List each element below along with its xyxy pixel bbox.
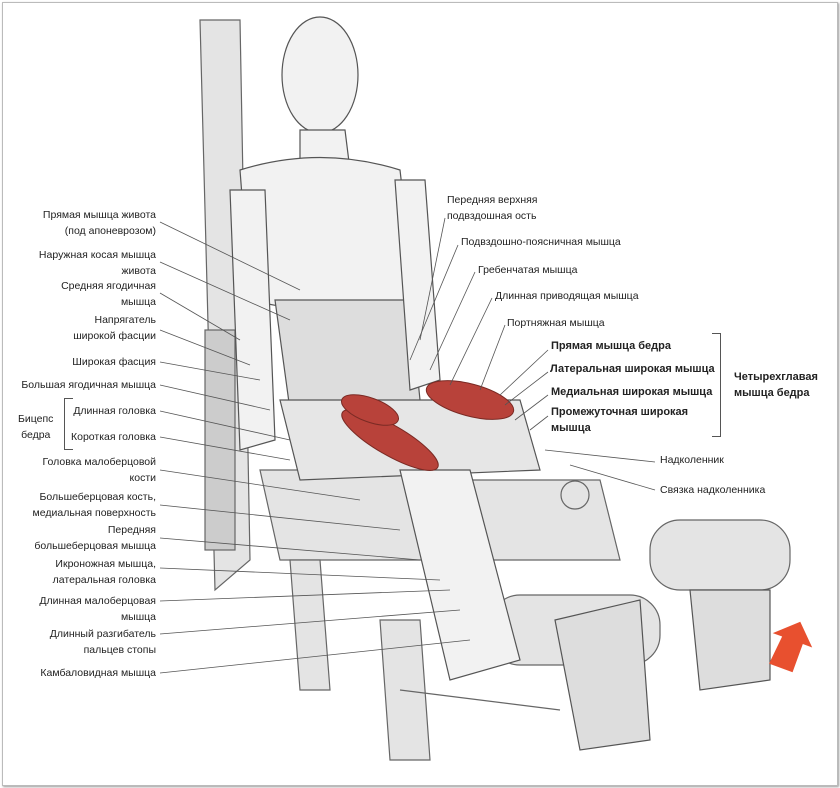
weight-stack	[204, 329, 236, 551]
front-leg	[379, 619, 431, 761]
vastus-medialis-muscle	[341, 394, 399, 426]
shins	[399, 469, 521, 681]
label-vastus-lateralis: Латеральная широкая мышца	[550, 363, 715, 375]
left-arm	[229, 189, 276, 451]
label-gastrocnemius-lateral: Икроножная мышца,латеральная головка	[52, 558, 156, 586]
upward-arrow-icon	[769, 621, 813, 673]
left-foot	[554, 599, 651, 751]
label-patella: Надколенник	[660, 454, 724, 466]
abdomen	[274, 299, 421, 411]
label-tibia-medial-surface: Большеберцовая кость,медиальная поверхно…	[32, 491, 156, 519]
label-rectus-femoris: Прямая мышца бедра	[551, 340, 671, 352]
label-long-head: Длинная головка	[73, 405, 156, 417]
label-gluteus-maximus: Большая ягодичная мышца	[21, 379, 156, 391]
roller-pad-right	[649, 519, 791, 591]
label-soleus: Камбаловидная мышца	[40, 667, 156, 679]
label-pectineus: Гребенчатая мышца	[478, 264, 578, 276]
label-rectus-abdominis: Прямая мышца живота(под апоневрозом)	[42, 209, 156, 237]
label-short-head: Короткая головка	[70, 431, 156, 443]
label-patellar-ligament: Связка надколенника	[660, 484, 766, 496]
label-iliopsoas: Подвздошно-поясничная мышца	[461, 236, 621, 248]
quadriceps-bracket	[712, 333, 721, 437]
right-arm	[394, 179, 441, 391]
seat-leg	[289, 559, 331, 691]
head	[281, 16, 359, 134]
label-fascia-lata: Широкая фасция	[72, 356, 156, 368]
label-vastus-medialis: Медиальная широкая мышца	[551, 386, 713, 398]
biceps-bracket	[64, 398, 73, 450]
label-adductor-longus: Длинная приводящая мышца	[495, 290, 639, 302]
cable	[399, 689, 561, 711]
pivot-knob	[560, 480, 590, 510]
right-foot	[689, 589, 771, 691]
label-sartorius: Портняжная мышца	[507, 317, 605, 329]
rectus-femoris-muscle	[425, 380, 515, 420]
leader-lines	[159, 217, 656, 674]
quadriceps-muscles	[341, 380, 515, 471]
vastus-lateralis-muscle	[341, 409, 439, 471]
